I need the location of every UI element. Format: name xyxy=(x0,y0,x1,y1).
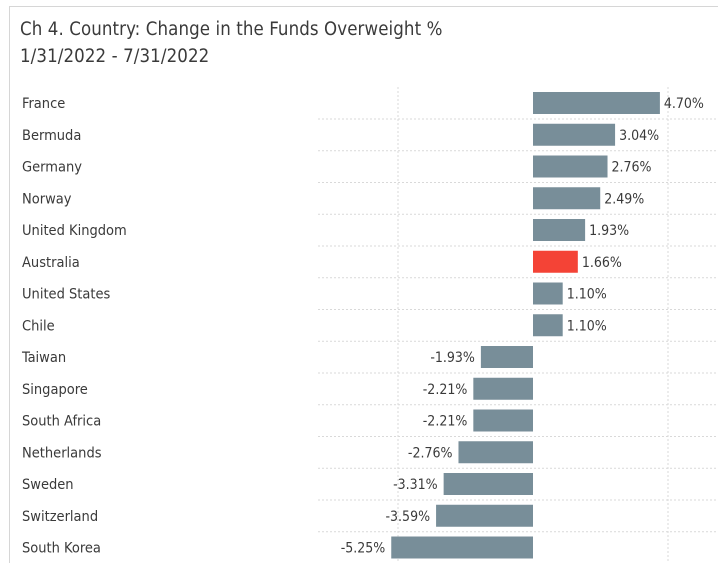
chart-subtitle: 1/31/2022 - 7/31/2022 xyxy=(20,46,210,67)
bar xyxy=(533,282,563,305)
category-label: Singapore xyxy=(22,382,88,398)
category-label: Australia xyxy=(22,255,80,271)
data-label: -2.21% xyxy=(423,382,468,398)
category-label: Chile xyxy=(22,318,55,334)
data-label: 2.76% xyxy=(612,160,652,176)
data-label: 3.04% xyxy=(619,128,659,144)
chart-title: Ch 4. Country: Change in the Funds Overw… xyxy=(20,19,443,40)
data-label: -2.76% xyxy=(408,445,453,461)
category-label: Germany xyxy=(22,160,82,176)
data-label: 2.49% xyxy=(604,191,644,207)
bar xyxy=(533,92,660,114)
bar xyxy=(436,504,533,527)
data-label: -3.31% xyxy=(393,477,438,493)
data-label: 4.70% xyxy=(664,96,704,112)
category-label: Taiwan xyxy=(21,350,66,366)
data-label: 1.10% xyxy=(567,287,607,303)
bar xyxy=(458,441,533,464)
category-label: South Africa xyxy=(22,414,101,430)
bar xyxy=(533,155,608,178)
data-label: -1.93% xyxy=(430,350,475,366)
bar xyxy=(533,187,601,210)
bar xyxy=(533,123,616,146)
bar xyxy=(443,473,533,495)
data-label: 1.10% xyxy=(567,318,607,334)
bar xyxy=(473,409,533,432)
category-label: United Kingdom xyxy=(22,223,127,239)
category-label: South Korea xyxy=(22,541,101,557)
grid-lines xyxy=(318,87,718,563)
bar xyxy=(473,377,533,400)
data-label: 1.93% xyxy=(589,223,629,239)
category-label: United States xyxy=(22,287,111,303)
data-label: -5.25% xyxy=(341,541,386,557)
data-label: -2.21% xyxy=(423,414,468,430)
category-label: France xyxy=(22,96,65,112)
category-label: Bermuda xyxy=(22,128,81,144)
bar xyxy=(533,250,578,273)
data-label: 1.66% xyxy=(582,255,622,271)
bar xyxy=(533,219,586,241)
bar xyxy=(391,536,533,559)
bar xyxy=(480,346,533,368)
category-label: Netherlands xyxy=(22,445,102,461)
bar xyxy=(533,314,563,337)
chart-frame xyxy=(9,6,718,563)
category-label: Switzerland xyxy=(22,509,98,525)
category-label: Sweden xyxy=(22,477,74,493)
category-label: Norway xyxy=(22,191,72,207)
data-label: -3.59% xyxy=(386,509,431,525)
